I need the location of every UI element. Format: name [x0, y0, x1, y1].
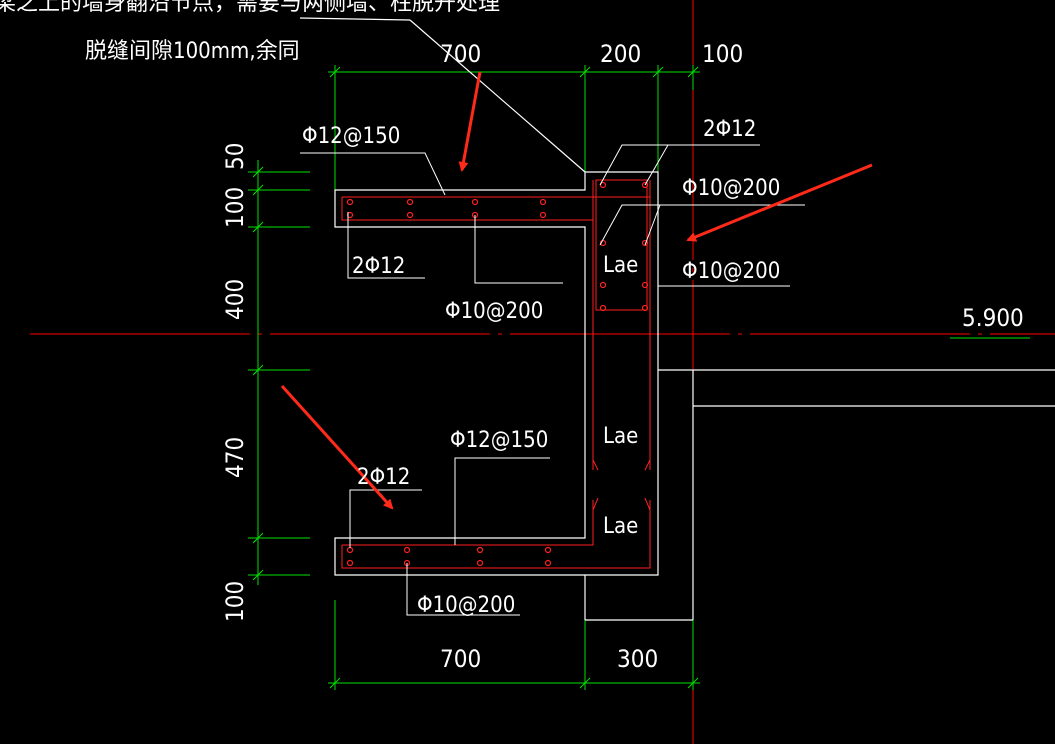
bottom-slab-rebar-inner	[342, 500, 594, 546]
label-lae-3: Lae	[603, 514, 638, 539]
label-bottom-slab-corner-bars: 2Φ12	[357, 465, 410, 490]
dim-left-50: 50	[221, 143, 249, 170]
axis-lines	[30, 0, 1055, 744]
dim-bottom-700: 700	[440, 645, 481, 673]
label-bottom-slab-rebar: Φ12@150	[450, 428, 548, 453]
dim-left-470: 470	[221, 437, 249, 478]
label-lae-1: Lae	[603, 253, 638, 278]
label-top-slab-dist: Φ10@200	[445, 299, 543, 324]
label-column-corner-bars: 2Φ12	[703, 117, 756, 142]
rebar	[341, 179, 651, 569]
label-top-slab-corner-bars: 2Φ12	[352, 254, 405, 279]
label-column-stirrup-2: Φ10@200	[682, 259, 780, 284]
note-line-2: 脱缝间隙100mm,余同	[85, 39, 300, 64]
label-elevation: 5.900	[962, 304, 1024, 332]
dim-top-200: 200	[600, 40, 641, 68]
rebar-dots	[346, 181, 649, 567]
dim-top-700: 700	[440, 40, 481, 68]
dim-left-100-top: 100	[221, 187, 249, 228]
top-slab-rebar-outer	[342, 196, 651, 305]
top-slab-rebar-inner	[341, 197, 594, 470]
bottom-slab-rebar	[341, 500, 651, 569]
dim-top-100: 100	[702, 40, 743, 68]
label-bottom-slab-dist: Φ10@200	[417, 593, 515, 618]
dim-bottom-300: 300	[617, 645, 658, 673]
label-leaders	[300, 144, 805, 616]
lae-marker-2	[592, 497, 651, 511]
label-top-slab-rebar: Φ12@150	[302, 124, 400, 149]
annotation-arrows	[280, 71, 873, 510]
lae-marker-1	[592, 459, 651, 471]
dim-left-400: 400	[221, 279, 249, 320]
concrete-outline	[299, 17, 1055, 621]
label-column-stirrup-1: Φ10@200	[682, 176, 780, 201]
label-lae-2: Lae	[603, 424, 638, 449]
note-line-1: 梁之上的墙身翻沿节点，需要与两侧墙、柱脱开处理	[0, 0, 500, 16]
dimension-lines	[248, 65, 1030, 690]
section-profile	[334, 171, 659, 576]
arrow-top	[458, 71, 482, 172]
dim-left-100-bottom: 100	[221, 581, 249, 622]
arrow-bottom-left	[280, 384, 394, 510]
arrow-right	[686, 163, 873, 242]
